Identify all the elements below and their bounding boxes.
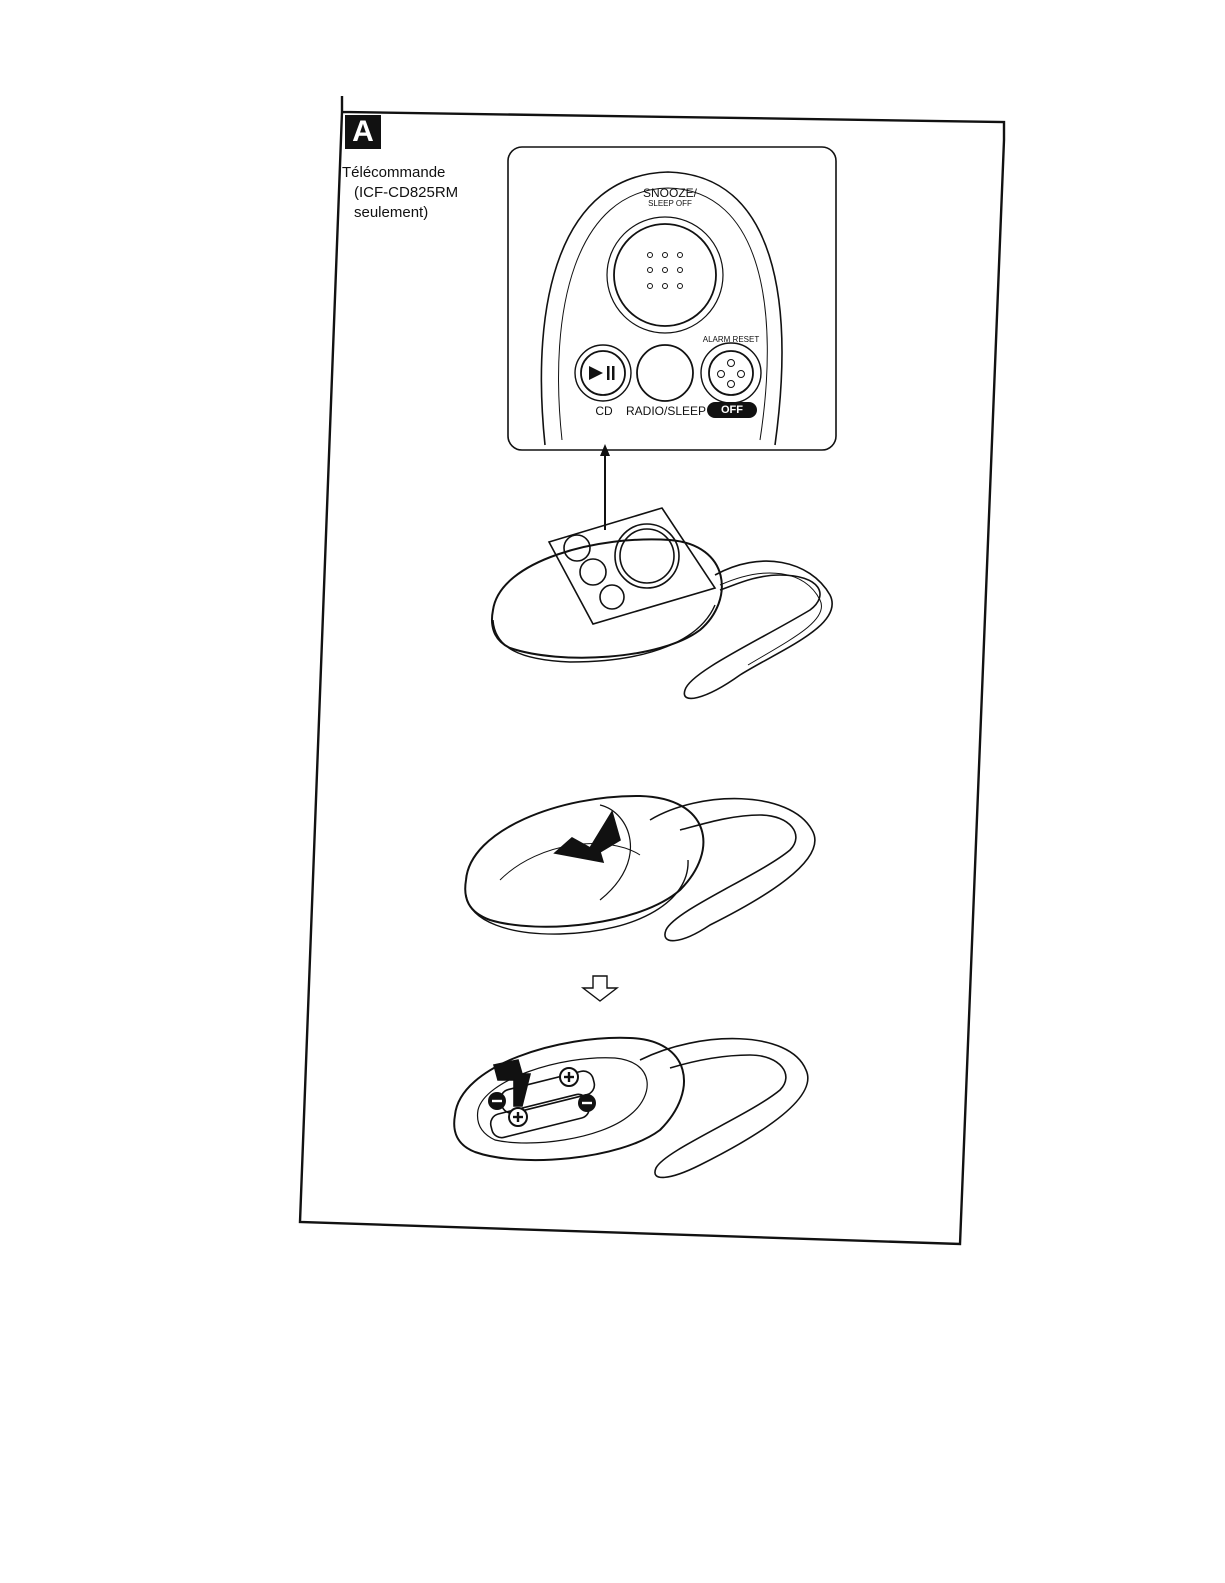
play-pause-icon <box>589 366 615 380</box>
snooze-button <box>614 224 716 326</box>
cd-label: CD <box>579 404 629 418</box>
radio-sleep-button <box>637 345 693 401</box>
caption-line-1: Télécommande <box>342 163 492 183</box>
alarm-reset-button <box>709 351 753 395</box>
caption-line-2: (ICF-CD825RM <box>342 183 492 203</box>
alarm-reset-ring <box>701 343 761 403</box>
snooze-ring <box>607 217 723 333</box>
remote-open-illustration <box>454 1038 808 1178</box>
off-label: OFF <box>707 402 757 418</box>
alarm-reset-label: ALARM RESET <box>696 335 766 344</box>
remote-back-illustration <box>465 796 815 941</box>
alarm-reset-bumps <box>718 360 745 388</box>
figure-caption: Télécommande (ICF-CD825RM seulement) <box>342 163 492 223</box>
radio-sleep-label: RADIO/SLEEP <box>626 404 706 418</box>
remote-front-illustration <box>492 508 832 698</box>
speaker-holes <box>648 253 683 289</box>
caption-line-3: seulement) <box>342 203 492 223</box>
snooze-label: SNOOZE/ <box>610 186 730 200</box>
sleep-off-label: SLEEP OFF <box>610 199 730 208</box>
down-arrow-icon <box>583 976 617 1001</box>
section-badge: A <box>345 115 381 149</box>
